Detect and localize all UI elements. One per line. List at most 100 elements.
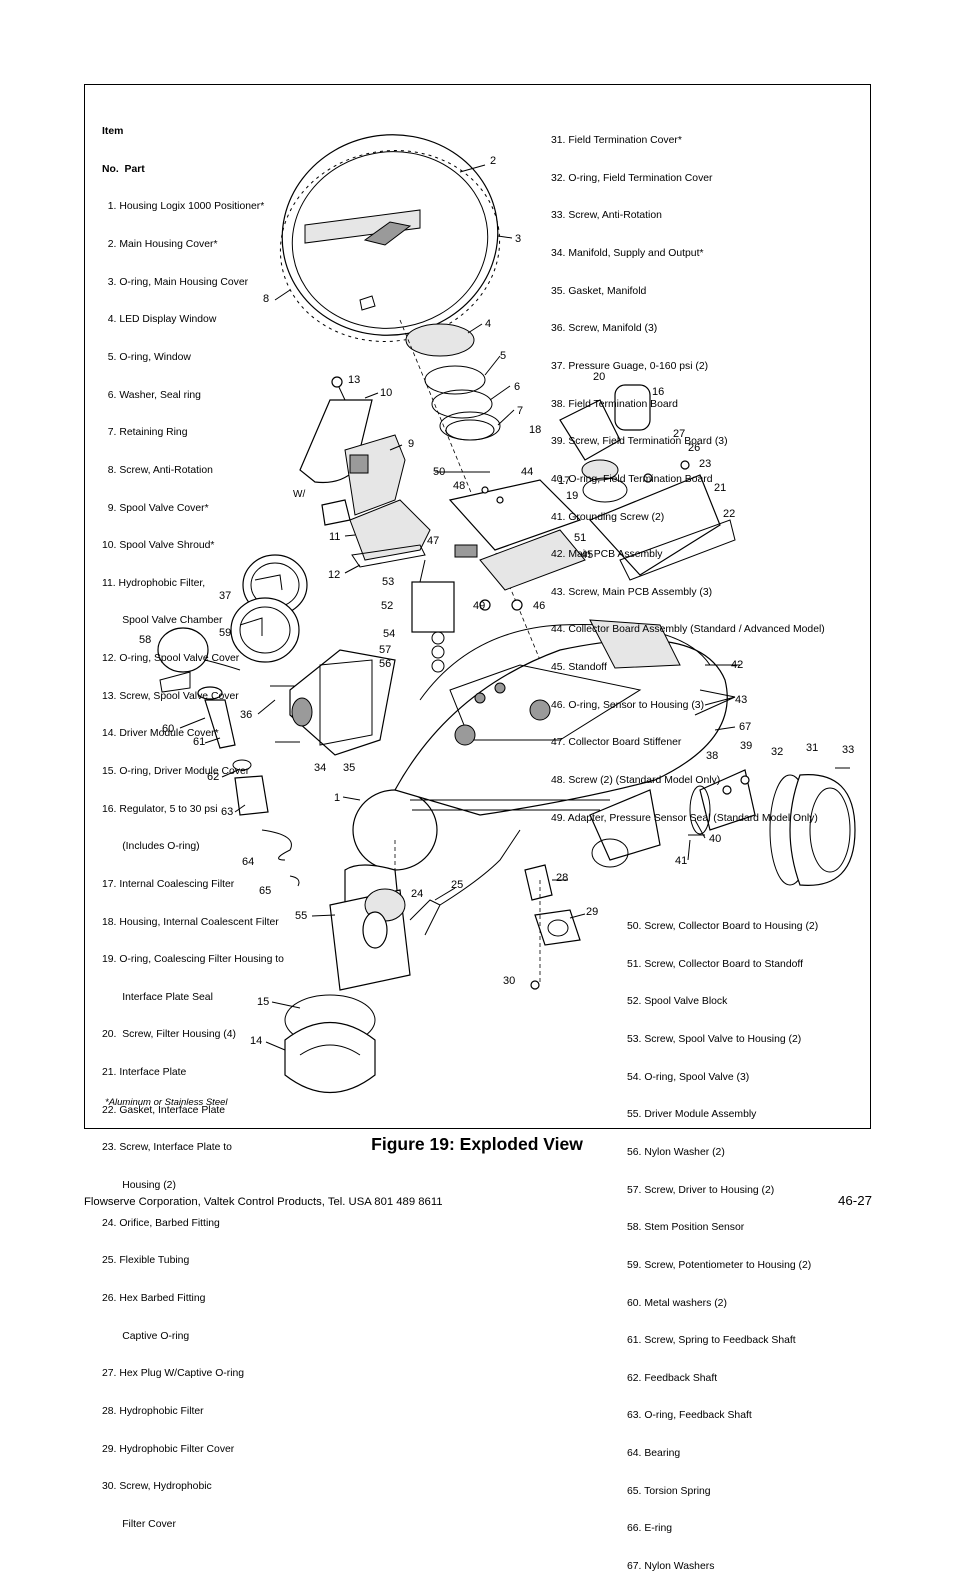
- spool-filter: [349, 499, 431, 568]
- legend-item: 30. Screw, Hydrophobic: [102, 1481, 212, 1493]
- callout: 8: [263, 293, 269, 305]
- legend-item: 17. Internal Coalescing Filter: [102, 878, 235, 890]
- legend-item: 23. Screw, Interface Plate to: [102, 1142, 232, 1154]
- legend-item: 61. Screw, Spring to Feedback Shaft: [627, 1335, 796, 1347]
- callout: 6: [514, 381, 520, 393]
- legend-item: 67. Nylon Washers: [627, 1560, 715, 1572]
- legend-item: 50. Screw, Collector Board to Housing (2…: [627, 921, 819, 933]
- legend-item: 36. Screw, Manifold (3): [551, 323, 658, 335]
- legend-item: Interface Plate Seal: [102, 991, 213, 1003]
- legend-item: 10. Spool Valve Shroud*: [102, 540, 215, 552]
- legend-item: 60. Metal washers (2): [627, 1297, 727, 1309]
- callout: 53: [382, 576, 394, 588]
- hydrophobic-filter: [524, 864, 581, 990]
- exploded-view-diagram: 2 3 8 4 5 6 7 13 10 9 W/ 11 12 20 16 18 …: [139, 134, 856, 1093]
- legend-item: 63. O-ring, Feedback Shaft: [627, 1410, 752, 1422]
- field-termination: [688, 767, 856, 886]
- main-housing-cover: [279, 134, 501, 342]
- legend-item: 56. Nylon Washer (2): [627, 1146, 725, 1158]
- callout: 46: [533, 600, 545, 612]
- callout: 9: [408, 438, 414, 450]
- callout: 43: [735, 694, 747, 706]
- legend-item: 40. O-ring, Field Termination Board: [551, 473, 713, 485]
- legend-item: 45. Standoff: [551, 662, 607, 674]
- callout: 63: [221, 806, 233, 818]
- legend-item: 27. Hex Plug W/Captive O-ring: [102, 1368, 245, 1380]
- parts-legend-right-top: 31. Field Termination Cover* 32. O-ring,…: [551, 110, 825, 838]
- callout: 32: [771, 746, 783, 758]
- parts-legend-left: Item No. Part 1. Housing Logix 1000 Posi…: [102, 101, 284, 1544]
- legend-item: 38. Field Termination Board: [551, 398, 678, 410]
- legend-item: 43. Screw, Main PCB Assembly (3): [551, 586, 713, 598]
- page-footer: Flowserve Corporation, Valtek Control Pr…: [84, 1196, 443, 1208]
- feedback-shaft: [197, 686, 300, 887]
- legend-item: 58. Stem Position Sensor: [627, 1222, 745, 1234]
- pressure-gauges: [230, 554, 308, 663]
- window-stack: [399, 319, 541, 661]
- callout: 37: [219, 590, 231, 602]
- legend-item: 12. O-ring, Spool Valve Cover: [102, 653, 240, 665]
- callout: 54: [383, 628, 395, 640]
- callout: 50: [433, 466, 445, 478]
- legend-item: 49. Adapter, Pressure Sensor Seal (Stand…: [551, 812, 818, 824]
- spool-valve-cover: [299, 376, 406, 526]
- callout: 57: [379, 644, 391, 656]
- callout: 61: [193, 736, 205, 748]
- legend-item: 31. Field Termination Cover*: [551, 135, 682, 147]
- main-housing: [352, 619, 728, 950]
- callout: 41: [675, 855, 687, 867]
- legend-item: (Includes O-ring): [102, 841, 200, 853]
- legend-item: 11. Hydrophobic Filter,: [102, 577, 206, 589]
- callout: 18: [529, 424, 541, 436]
- callout: 20: [593, 371, 605, 383]
- legend-item: 54. O-ring, Spool Valve (3): [627, 1071, 750, 1083]
- legend-item: 18. Housing, Internal Coalescent Filter: [102, 916, 279, 928]
- spool-valve-block: [411, 559, 455, 673]
- collector-board: [448, 479, 586, 611]
- legend-item: 24. Orifice, Barbed Fitting: [102, 1217, 220, 1229]
- callout: 26: [688, 442, 700, 454]
- legend-item: 59. Screw, Potentiometer to Housing (2): [627, 1259, 812, 1271]
- callout: 13: [348, 374, 360, 386]
- callout: 21: [714, 482, 726, 494]
- legend-item: 53. Screw, Spool Valve to Housing (2): [627, 1034, 802, 1046]
- legend-item: 7. Retaining Ring: [102, 427, 188, 439]
- callout: 7: [517, 405, 523, 417]
- legend-item: 51. Screw, Collector Board to Standoff: [627, 958, 803, 970]
- legend-item: 22. Gasket, Interface Plate: [102, 1104, 226, 1116]
- callout: 56: [379, 658, 391, 670]
- legend-item: 16. Regulator, 5 to 30 psi: [102, 803, 218, 815]
- leader-lines: [179, 164, 740, 1051]
- legend-item: 29. Hydrophobic Filter Cover: [102, 1443, 235, 1455]
- callout: 23: [699, 458, 711, 470]
- callout: 10: [380, 387, 392, 399]
- legend-item: Spool Valve Chamber: [102, 615, 223, 627]
- legend-item: 52. Spool Valve Block: [627, 996, 728, 1008]
- legend-item: 13. Screw, Spool Valve Cover: [102, 690, 239, 702]
- legend-item: 41. Grounding Screw (2): [551, 511, 665, 523]
- legend-item: 19. O-ring, Coalescing Filter Housing to: [102, 954, 284, 966]
- legend-item: 64. Bearing: [627, 1448, 681, 1460]
- legend-item: 9. Spool Valve Cover*: [102, 502, 209, 514]
- legend-item: 8. Screw, Anti-Rotation: [102, 464, 213, 476]
- callout: 58: [139, 634, 151, 646]
- legend-item: 46. O-ring, Sensor to Housing (3): [551, 699, 705, 711]
- callout: 14: [250, 1035, 262, 1047]
- legend-item: Captive O-ring: [102, 1330, 190, 1342]
- callout: 67: [739, 721, 751, 733]
- legend-item: 28. Hydrophobic Filter: [102, 1405, 204, 1417]
- callout: 48: [453, 480, 465, 492]
- callout: 64: [242, 856, 254, 868]
- legend-item: 33. Screw, Anti-Rotation: [551, 210, 662, 222]
- legend-header-part: No. Part: [102, 163, 145, 175]
- callout: 24: [411, 888, 423, 900]
- material-note: *Aluminum or Stainless Steel: [105, 1097, 228, 1108]
- callout: 4: [485, 318, 491, 330]
- figure-caption: Figure 19: Exploded View: [371, 1134, 583, 1154]
- manifold: [270, 649, 396, 756]
- parts-legend-right-bottom: 50. Screw, Collector Board to Housing (2…: [627, 896, 818, 1586]
- legend-item: 14. Driver Module Cover*: [102, 728, 219, 740]
- legend-item: 57. Screw, Driver to Housing (2): [627, 1184, 775, 1196]
- legend-item: Housing (2): [102, 1180, 176, 1192]
- callout: 5: [500, 350, 506, 362]
